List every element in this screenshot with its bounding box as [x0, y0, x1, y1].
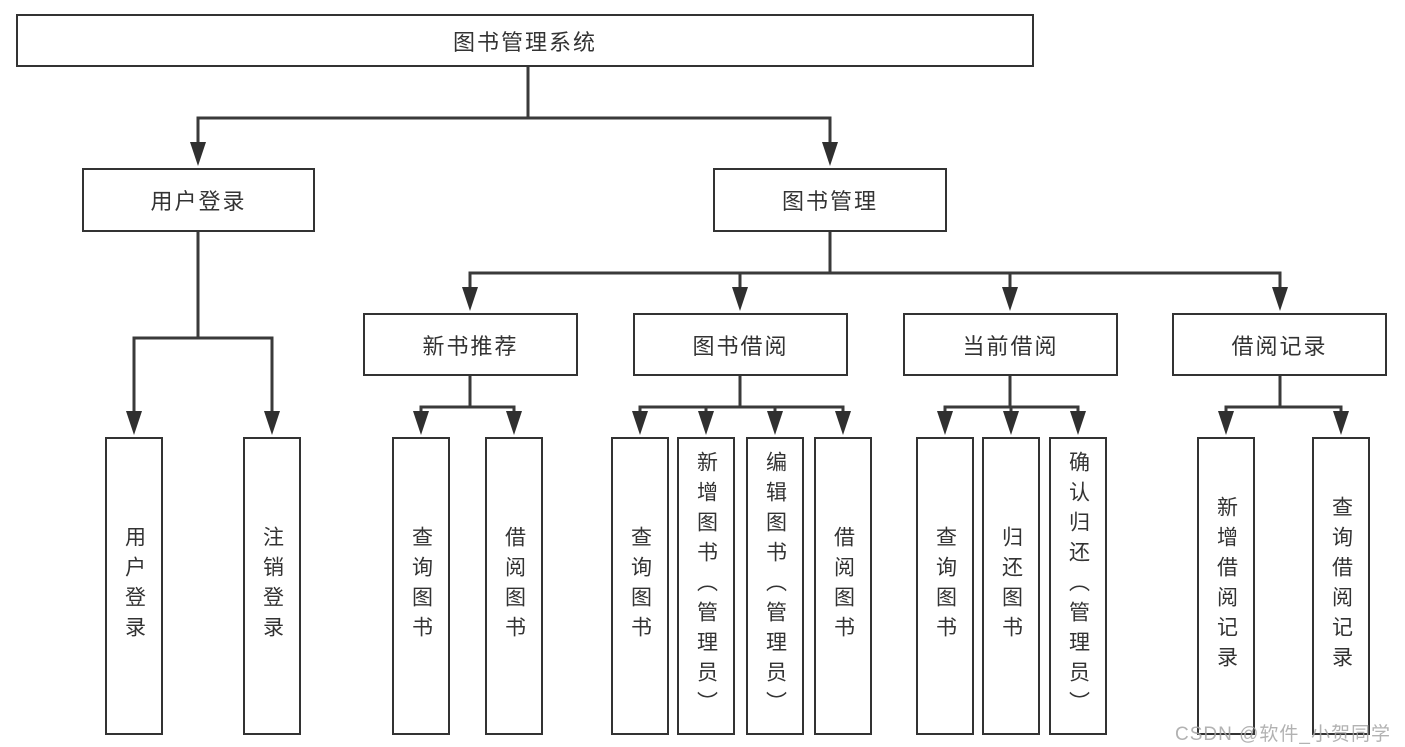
- node-new-book-recommendation: 新书推荐: [363, 313, 578, 376]
- arrowhead-icon: [1333, 411, 1349, 435]
- leaf-logout-login: 注销登录: [243, 437, 301, 735]
- leaf-confirm-return-admin: 确认归还（管理员）: [1049, 437, 1107, 735]
- node-book-borrowing: 图书借阅: [633, 313, 848, 376]
- arrowhead-icon: [413, 411, 429, 435]
- leaf-add-borrow-record: 新增借阅记录: [1197, 437, 1255, 735]
- arrowhead-icon: [937, 411, 953, 435]
- arrowhead-icon: [1003, 411, 1019, 435]
- leaf-borrow-books-recommend: 借阅图书: [485, 437, 543, 735]
- node-user-login: 用户登录: [82, 168, 315, 232]
- arrowhead-icon: [632, 411, 648, 435]
- arrowhead-icon: [264, 411, 280, 435]
- node-book-management: 图书管理: [713, 168, 947, 232]
- leaf-query-borrow-record: 查询借阅记录: [1312, 437, 1370, 735]
- arrowhead-icon: [835, 411, 851, 435]
- node-current-borrowing: 当前借阅: [903, 313, 1118, 376]
- arrowhead-icon: [1218, 411, 1234, 435]
- arrowhead-icon: [506, 411, 522, 435]
- leaf-add-books-admin: 新增图书（管理员）: [677, 437, 735, 735]
- leaf-query-books-borrow: 查询图书: [611, 437, 669, 735]
- leaf-query-books-current: 查询图书: [916, 437, 974, 735]
- arrowhead-icon: [1070, 411, 1086, 435]
- arrowhead-icon: [462, 287, 478, 311]
- arrowhead-icon: [190, 142, 206, 166]
- leaf-return-books: 归还图书: [982, 437, 1040, 735]
- node-borrowing-records: 借阅记录: [1172, 313, 1387, 376]
- node-library-system: 图书管理系统: [16, 14, 1034, 67]
- leaf-borrow-books: 借阅图书: [814, 437, 872, 735]
- arrowheads: [126, 142, 1349, 435]
- arrowhead-icon: [698, 411, 714, 435]
- leaf-query-books-recommend: 查询图书: [392, 437, 450, 735]
- arrowhead-icon: [767, 411, 783, 435]
- leaf-edit-books-admin: 编辑图书（管理员）: [746, 437, 804, 735]
- arrowhead-icon: [1002, 287, 1018, 311]
- arrowhead-icon: [1272, 287, 1288, 311]
- arrowhead-icon: [822, 142, 838, 166]
- arrowhead-icon: [126, 411, 142, 435]
- watermark: CSDN @软件_小贺同学: [1175, 724, 1391, 745]
- leaf-user-login: 用户登录: [105, 437, 163, 735]
- arrowhead-icon: [732, 287, 748, 311]
